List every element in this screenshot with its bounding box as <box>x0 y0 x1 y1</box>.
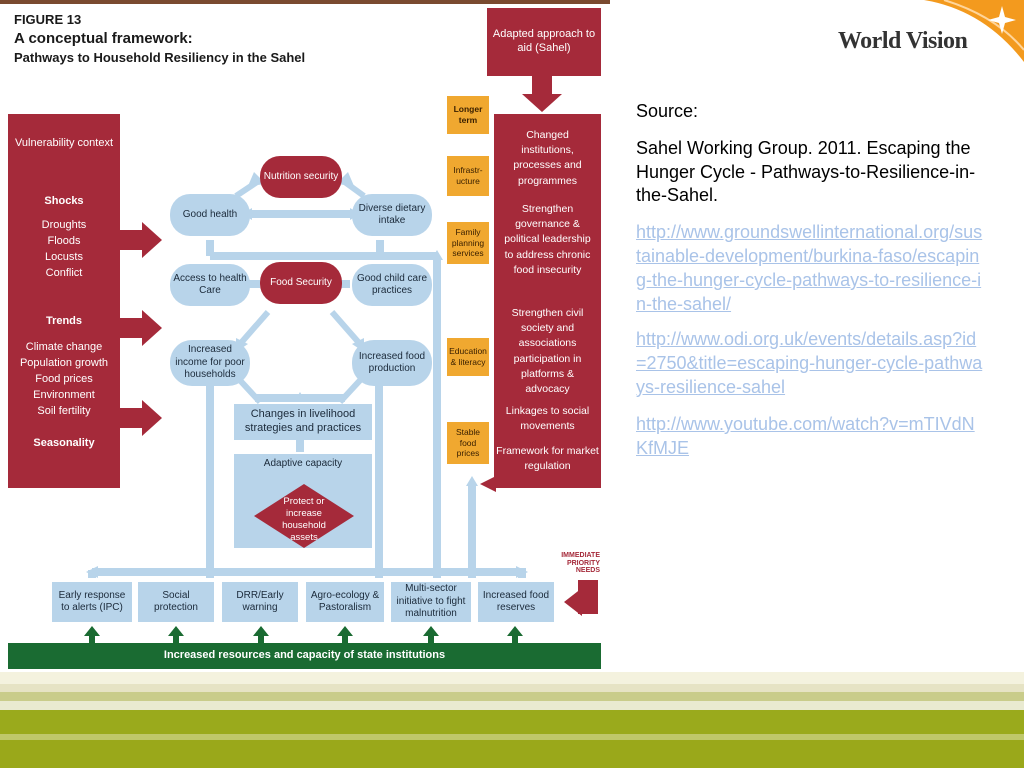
world-vision-logo: World Vision <box>838 28 968 54</box>
timeline-stable-food-prices: Stable food prices <box>447 422 489 464</box>
diverse-dietary-node: Diverse dietary intake <box>352 194 432 236</box>
trend-item: Climate change <box>25 341 103 353</box>
good-health-node: Good health <box>170 194 250 236</box>
adapted-approach-box: Adapted approach to aid (Sahel) <box>487 8 601 76</box>
figure-label: FIGURE 13 <box>14 12 82 27</box>
footer-stripe <box>0 684 1024 692</box>
footer-stripe <box>0 734 1024 740</box>
footer-stripe <box>0 740 1024 768</box>
increased-food-production-node: Increased food production <box>352 340 432 386</box>
source-citation: Sahel Working Group. 2011. Escaping the … <box>636 138 976 205</box>
multi-sector-box: Multi-sector initiative to fight malnutr… <box>391 582 471 622</box>
institutions-panel: Changed institutions, processes and prog… <box>494 114 601 488</box>
vulnerability-panel: Vulnerability context Shocks Droughts Fl… <box>8 114 120 488</box>
footer-stripe <box>0 701 1024 710</box>
source-link-youtube[interactable]: http://www.youtube.com/watch?v=mTIVdNKfM… <box>636 414 975 458</box>
linkages-text: Linkages to social movements <box>505 405 590 433</box>
trend-item: Food prices <box>35 373 93 385</box>
figure-title-line2: Pathways to Household Resiliency in the … <box>14 50 306 65</box>
shock-item: Floods <box>47 235 81 247</box>
timeline-family-planning: Family planning services <box>447 222 489 264</box>
seasonality-heading: Seasonality <box>33 437 95 449</box>
footer-stripe <box>0 672 1024 684</box>
trend-item: Population growth <box>19 357 109 369</box>
changes-livelihood-box: Changes in livelihood strategies and pra… <box>234 404 372 440</box>
shock-item: Droughts <box>41 219 87 231</box>
shocks-heading: Shocks <box>44 195 84 207</box>
timeline-longer-term: Longer term <box>447 96 489 134</box>
trends-heading: Trends <box>45 315 83 327</box>
conceptual-framework-figure: FIGURE 13 A conceptual framework: Pathwa… <box>8 8 601 669</box>
corner-swoosh <box>924 0 1024 62</box>
social-protection-box: Social protection <box>138 582 214 622</box>
timeline-infrastructure: Infrastr-ucture <box>447 156 489 196</box>
increased-food-reserves-box: Increased food reserves <box>478 582 554 622</box>
changed-institutions-text: Changed institutions, processes and prog… <box>513 129 582 187</box>
vulnerability-context: Vulnerability context <box>14 137 114 149</box>
footer-stripe <box>0 692 1024 701</box>
early-response-box: Early response to alerts (IPC) <box>52 582 132 622</box>
protect-assets-label: Protect or increase household assets <box>282 496 326 543</box>
food-security-node: Food Security <box>260 262 342 304</box>
adaptive-capacity-label: Adaptive capacity <box>263 458 343 469</box>
source-label: Source: <box>636 101 699 121</box>
source-link-groundswell[interactable]: http://www.groundswellinternational.org/… <box>636 222 983 314</box>
footer-stripe <box>0 710 1024 734</box>
star-icon <box>988 6 1016 34</box>
source-link-odi[interactable]: http://www.odi.org.uk/events/details.asp… <box>636 329 983 397</box>
framework-text: Framework for market regulation <box>496 445 599 473</box>
access-health-node: Access to health Care <box>170 264 250 306</box>
good-child-care-node: Good child care practices <box>352 264 432 306</box>
trend-item: Environment <box>33 389 95 401</box>
strengthen-governance-text: Strengthen governance & political leader… <box>504 203 591 276</box>
nutrition-security-node: Nutrition security <box>260 156 342 198</box>
top-band <box>0 0 610 4</box>
figure-title-line1: A conceptual framework: <box>14 30 193 47</box>
trend-item: Soil fertility <box>37 405 91 417</box>
protect-assets-diamond <box>254 484 354 548</box>
agro-ecology-box: Agro-ecology & Pastoralism <box>306 582 384 622</box>
strengthen-civil-text: Strengthen civil society and association… <box>511 307 584 396</box>
shock-item: Locusts <box>45 251 83 263</box>
increased-income-node: Increased income for poor households <box>170 340 250 386</box>
shock-item: Conflict <box>45 267 83 279</box>
state-institutions-bar: Increased resources and capacity of stat… <box>8 643 601 669</box>
timeline-education: Education & literacy <box>447 338 489 376</box>
immediate-needs-label: IMMEDIATE PRIORITY NEEDS <box>561 552 600 575</box>
drr-early-warning-box: DRR/Early warning <box>222 582 298 622</box>
